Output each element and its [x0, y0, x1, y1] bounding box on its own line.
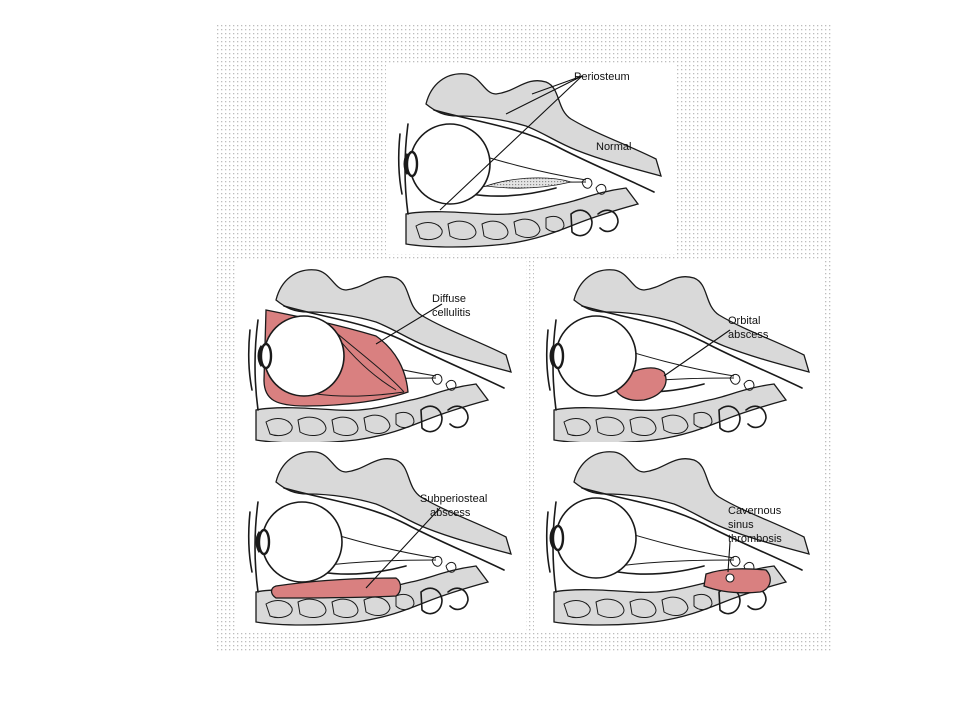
panel-orbital-abscess: Orbital abscess	[534, 260, 824, 450]
panel-cavernous-sinus-thrombosis: Cavernous sinus thrombosis	[534, 442, 824, 632]
label-cellulitis: cellulitis	[432, 307, 471, 319]
panel-diffuse-cellulitis: Diffuse cellulitis	[236, 260, 526, 450]
cavernous-sinus-region	[703, 568, 771, 594]
label-periosteum: Periosteum	[574, 71, 630, 83]
label-diffuse: Diffuse	[432, 293, 466, 305]
subperiosteal-region	[270, 577, 402, 599]
label-normal: Normal	[596, 141, 631, 153]
label-sinus: sinus	[728, 519, 754, 531]
label-orbital: Orbital	[728, 315, 760, 327]
label-thrombosis: thrombosis	[728, 533, 782, 545]
label-cavernous: Cavernous	[728, 505, 782, 517]
label-abscess-3: abscess	[430, 507, 471, 519]
label-subperiosteal: Subperiosteal	[420, 493, 487, 505]
orbital-cellulitis-diagram: Periosteum Normal Diffuse cellulitis Or	[216, 24, 832, 652]
panel-subperiosteal-abscess: Subperiosteal abscess	[236, 442, 526, 632]
diagram-canvas: Periosteum Normal Diffuse cellulitis Or	[216, 24, 832, 652]
label-abscess-2: abscess	[728, 329, 769, 341]
panel-normal: Periosteum Normal	[386, 64, 676, 254]
